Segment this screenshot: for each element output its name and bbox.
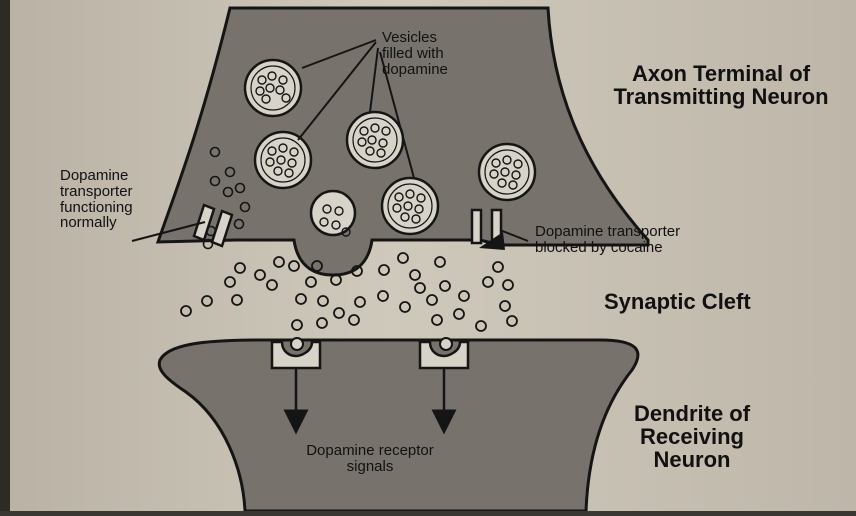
synaptic-cleft-label: Synaptic Cleft [604,290,751,313]
vesicle-icon [382,178,438,234]
dendrite-label: Dendrite of Receiving Neuron [612,402,772,471]
vesicles-label-line1: Vesicles [382,30,448,46]
vesicle-icon [245,60,301,116]
vesicles-label: Vesicles filled with dopamine [382,30,448,77]
fusing-vesicle [311,191,355,236]
transporter-blocked-label-line1: Dopamine transporter [535,224,680,240]
transporter-normal-label-line2: transporter [60,184,133,200]
transporter-blocked-label: Dopamine transporter blocked by cocaine [535,224,680,256]
dendrite-label-line1: Dendrite of [612,402,772,425]
vesicle-icon [255,132,311,188]
page-left-edge [0,0,10,511]
transporter-blocked-label-line2: blocked by cocaine [535,240,680,256]
dendrite-label-line2: Receiving [612,425,772,448]
axon-terminal-label-line2: Transmitting Neuron [586,85,856,108]
vesicle-icon [479,144,535,200]
vesicle-icon [347,112,403,168]
vesicles-label-line2: filled with [382,46,448,62]
axon-terminal-label-line1: Axon Terminal of [586,62,856,85]
vesicles-label-line3: dopamine [382,62,448,78]
transporter-normal-label: Dopamine transporter functioning normall… [60,168,133,231]
receptor-signals-label-line1: Dopamine receptor [270,443,470,459]
transporter-normal-label-line3: functioning [60,200,133,216]
receptor-signals-label: Dopamine receptor signals [270,443,470,475]
axon-terminal-label: Axon Terminal of Transmitting Neuron [586,62,856,108]
transporter-normal-label-line1: Dopamine [60,168,133,184]
dendrite-label-line3: Neuron [612,448,772,471]
receptor-signals-label-line2: signals [270,459,470,475]
transporter-normal-label-line4: normally [60,215,133,231]
